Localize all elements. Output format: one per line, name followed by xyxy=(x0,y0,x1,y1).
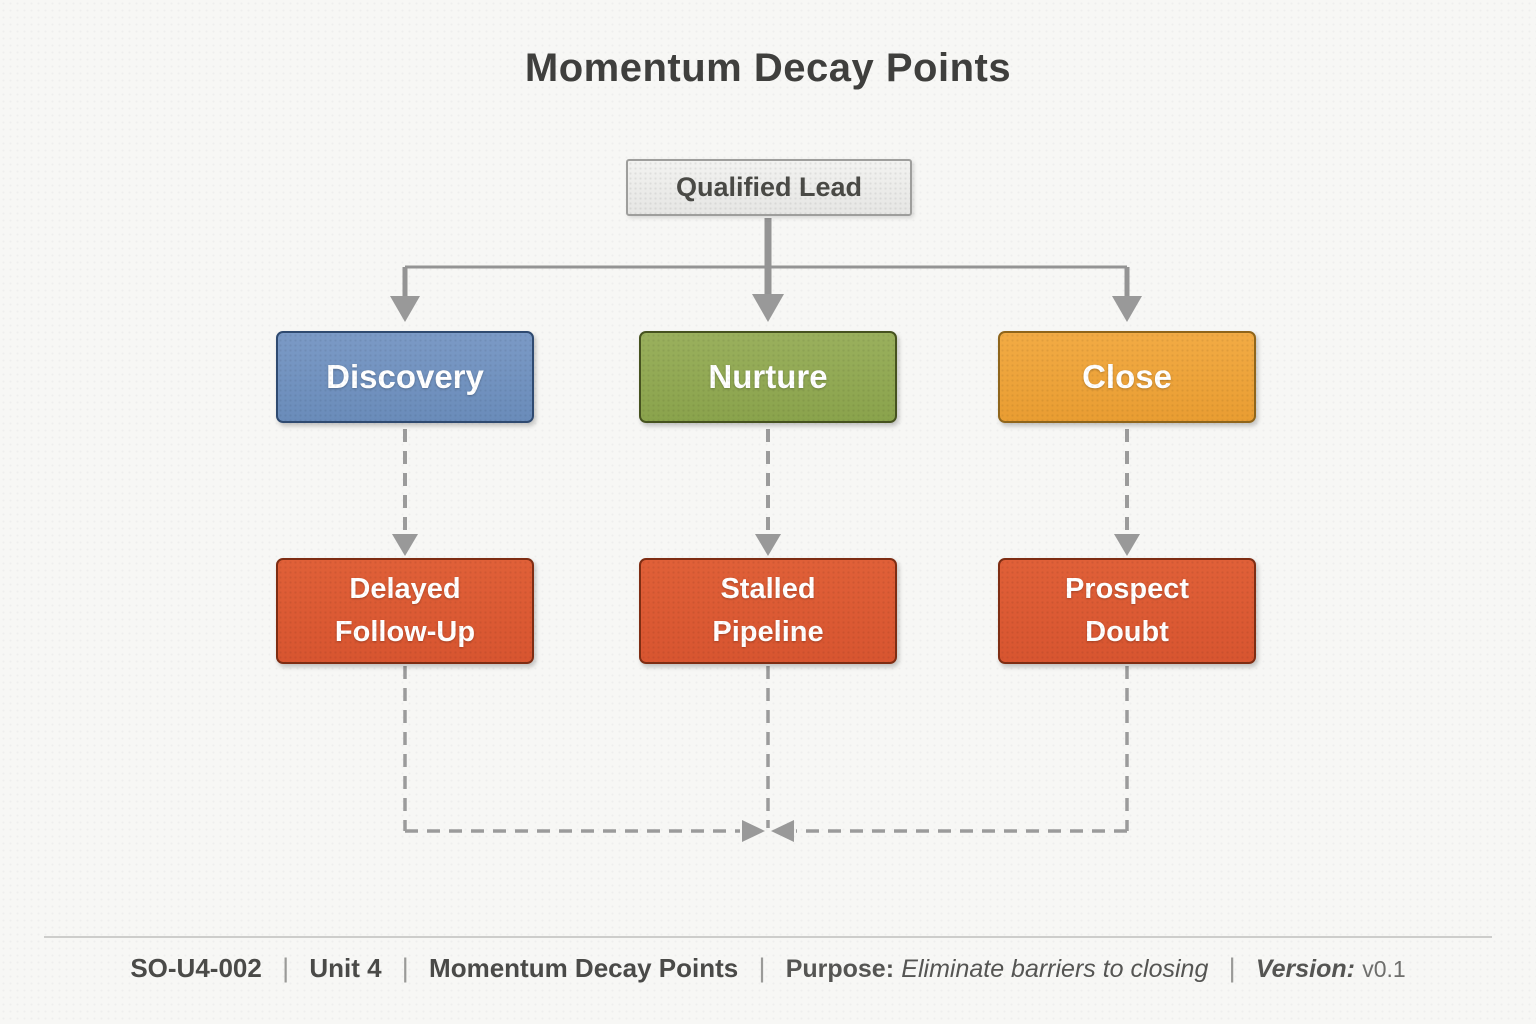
node-stalled-pipeline[interactable]: Stalled Pipeline xyxy=(639,558,897,664)
arrowhead-nurture xyxy=(752,294,784,322)
node-nurture[interactable]: Nurture xyxy=(639,331,897,423)
arrowhead-delayed-followup xyxy=(392,534,418,556)
arrowhead-discovery xyxy=(390,296,420,322)
node-delayed-follow-up[interactable]: Delayed Follow-Up xyxy=(276,558,534,664)
footer-separator: | xyxy=(282,953,290,983)
footer-version-value: v0.1 xyxy=(1362,956,1406,982)
footer-version-label: Version: xyxy=(1255,955,1355,983)
node-qualified-lead-label: Qualified Lead xyxy=(675,172,863,202)
footer: SO-U4-002 | Unit 4 | Momentum Decay Poin… xyxy=(0,953,1536,984)
node-discovery[interactable]: Discovery xyxy=(276,331,534,423)
node-discovery-label: Discovery xyxy=(326,358,484,395)
node-nurture-label: Nurture xyxy=(708,358,828,395)
node-close-label: Close xyxy=(1082,358,1172,395)
arrowhead-prospect-doubt xyxy=(1114,534,1140,556)
page-title: Momentum Decay Points xyxy=(524,46,1012,90)
node-prospect-doubt-label: Prospect Doubt xyxy=(1064,573,1190,648)
footer-purpose-label: Purpose: xyxy=(785,955,895,983)
arrowhead-close xyxy=(1112,296,1142,322)
arrowhead-converge-right xyxy=(771,820,794,842)
node-prospect-doubt[interactable]: Prospect Doubt xyxy=(998,558,1256,664)
footer-divider xyxy=(44,936,1492,938)
node-close[interactable]: Close xyxy=(998,331,1256,423)
footer-unit: Unit 4 xyxy=(309,953,382,983)
node-qualified-lead[interactable]: Qualified Lead xyxy=(626,159,912,216)
footer-purpose-value: Eliminate barriers to closing xyxy=(901,955,1209,983)
arrowhead-converge-left xyxy=(742,820,765,842)
node-delayed-follow-up-label: Delayed Follow-Up xyxy=(334,573,476,648)
footer-doc-title: Momentum Decay Points xyxy=(429,953,739,983)
footer-separator: | xyxy=(758,953,766,983)
footer-separator: | xyxy=(1228,953,1236,983)
footer-doc-id: SO-U4-002 xyxy=(130,953,262,983)
footer-separator: | xyxy=(401,953,409,983)
node-stalled-pipeline-label: Stalled Pipeline xyxy=(712,573,824,648)
arrowhead-stalled-pipeline xyxy=(755,534,781,556)
